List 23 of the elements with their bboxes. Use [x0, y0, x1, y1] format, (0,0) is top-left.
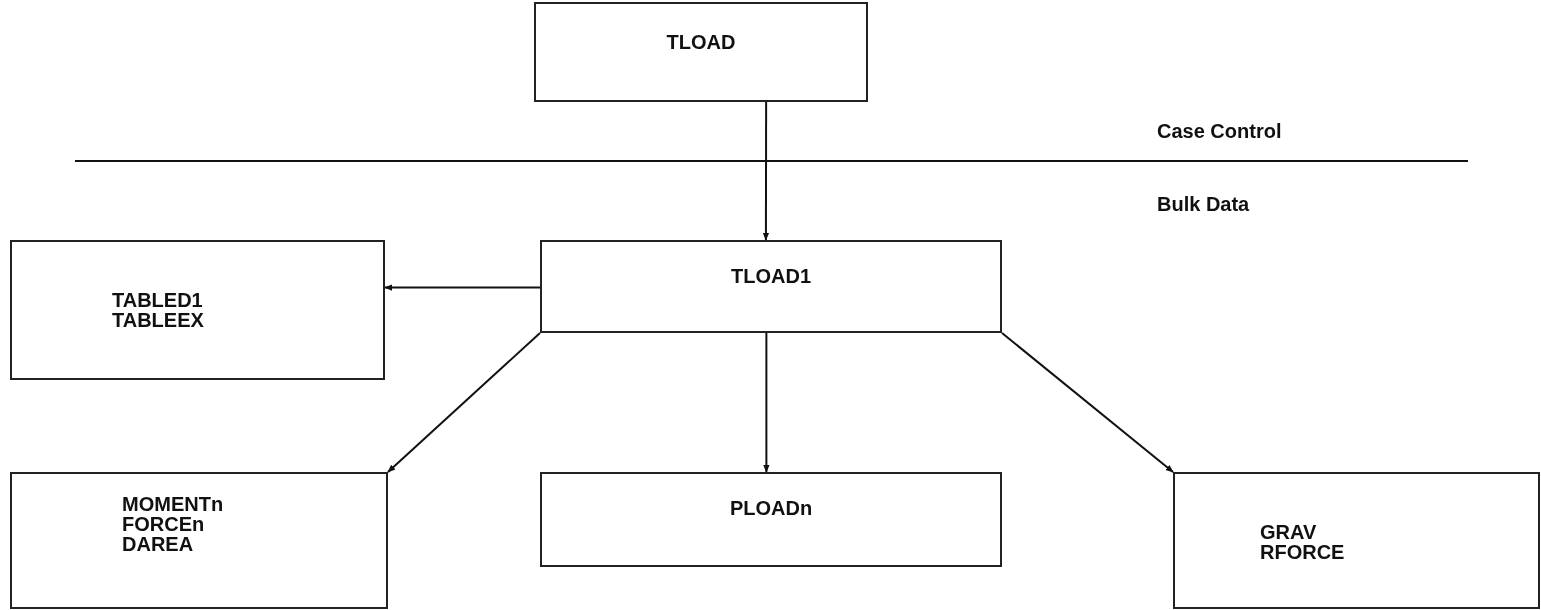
arrow [1001, 332, 1174, 473]
box-label: GRAV [1260, 522, 1317, 542]
box-label: TABLEEX [112, 310, 204, 330]
box-label: TABLED1 [112, 290, 203, 310]
arrow [762, 101, 770, 241]
box-label: FORCEn [122, 514, 205, 534]
box-label: MOMENTn [122, 494, 224, 514]
arrow [387, 332, 541, 473]
box-label: DAREA [122, 534, 194, 554]
process-box [540, 472, 1002, 567]
arrow [763, 332, 770, 473]
box-label: RFORCE [1260, 542, 1345, 562]
box-label: PLOADn [729, 498, 813, 518]
box-label: TLOAD [666, 32, 736, 52]
process-box [540, 240, 1002, 333]
process-box [10, 472, 388, 609]
process-box [10, 240, 385, 380]
arrow [384, 284, 541, 291]
section-label: Bulk Data [1157, 192, 1250, 217]
process-box [1173, 472, 1540, 609]
section-label: Case Control [1157, 119, 1282, 144]
process-box [534, 2, 868, 102]
box-label: TLOAD1 [731, 266, 811, 286]
